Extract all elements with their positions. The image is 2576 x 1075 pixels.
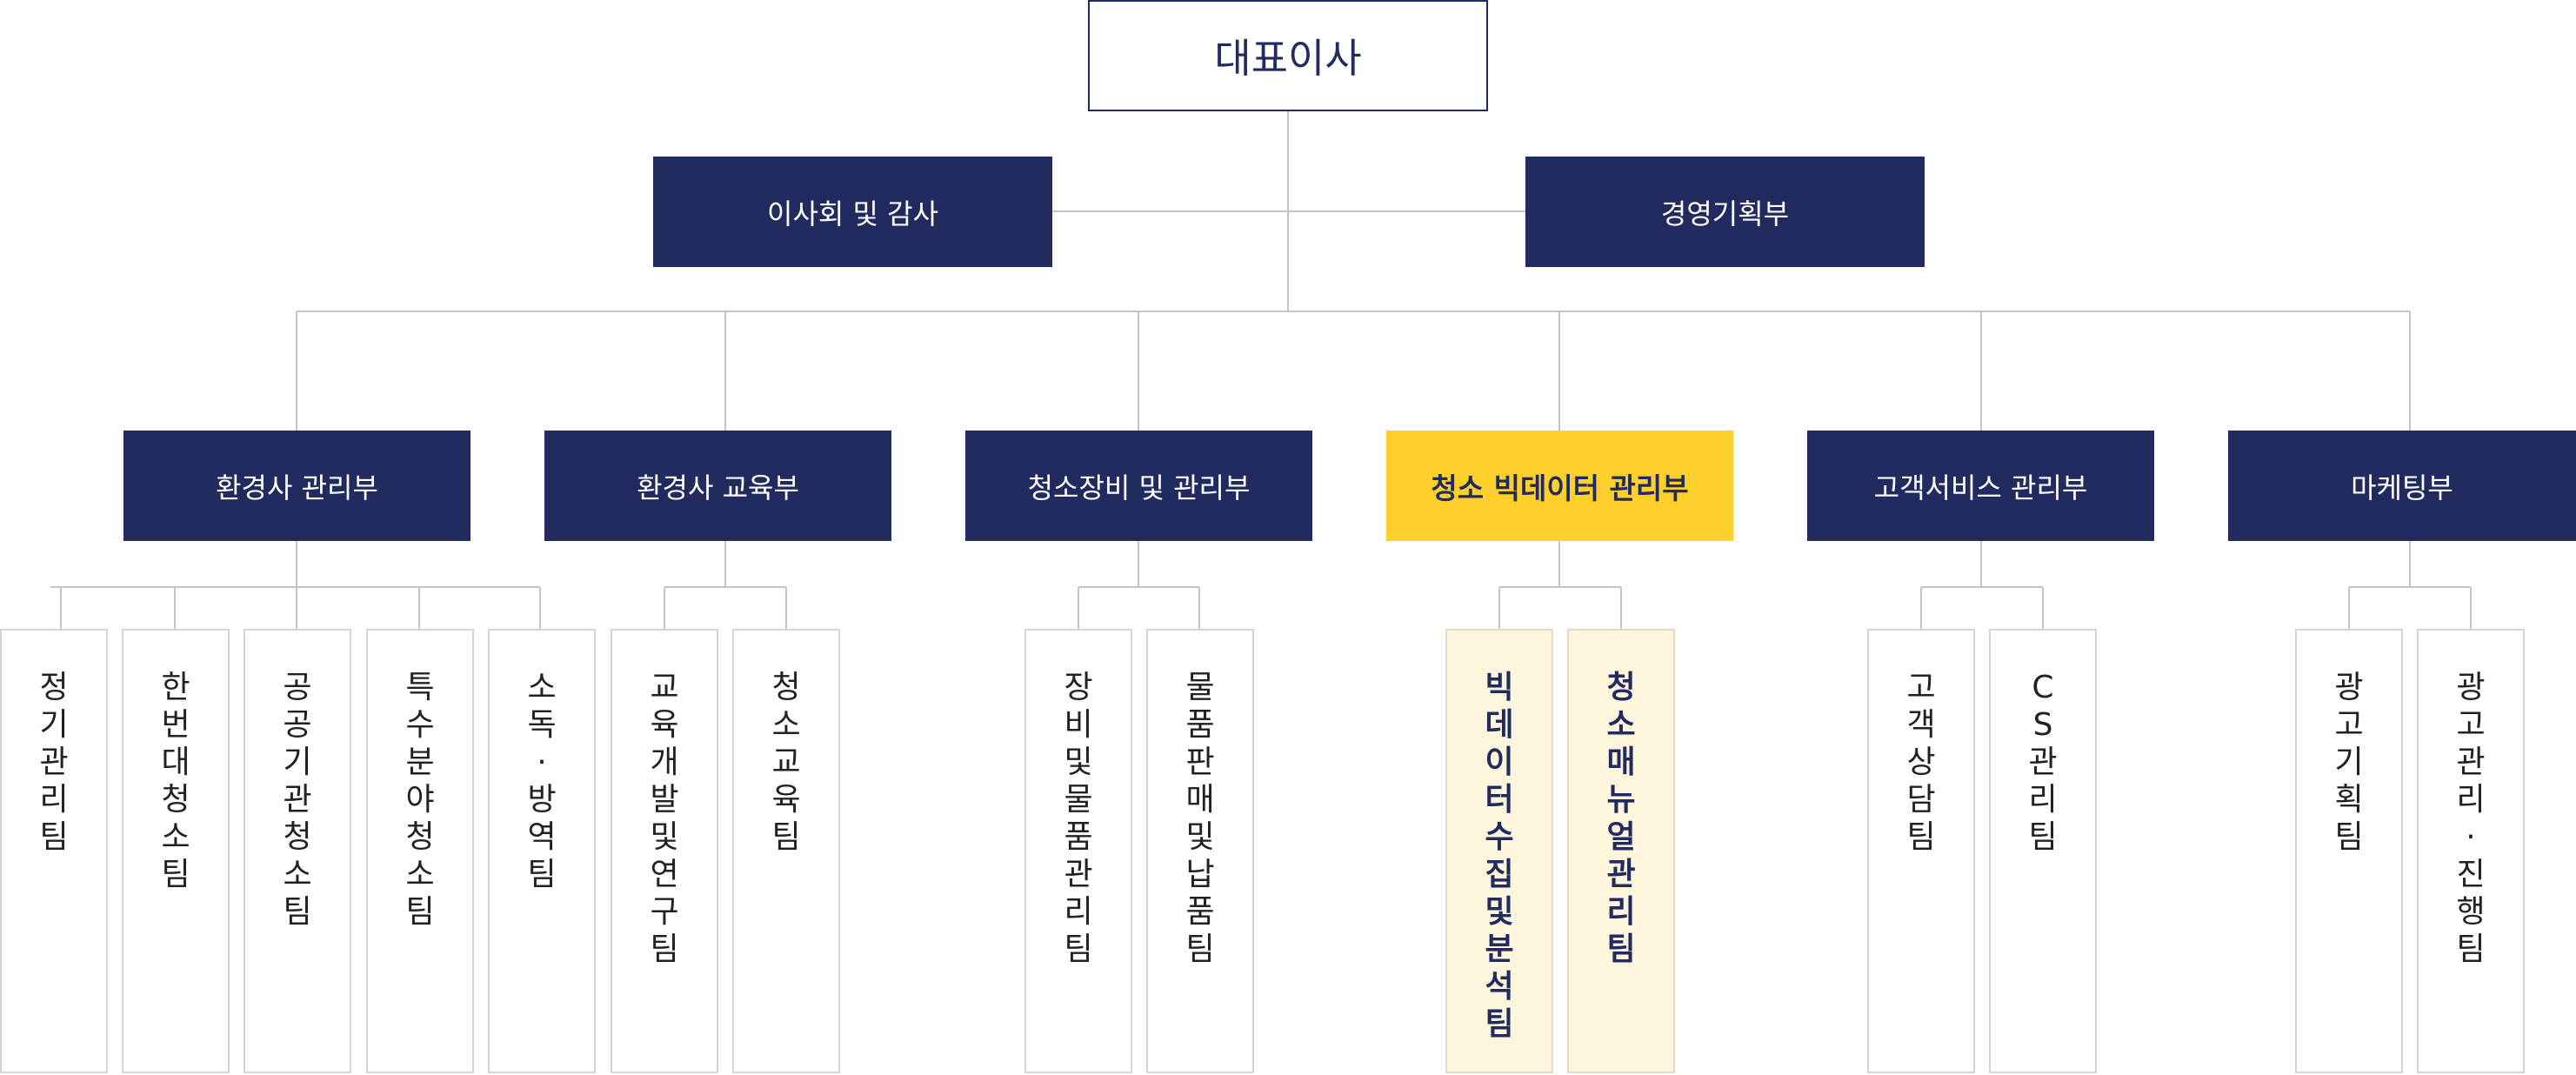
team-label: 특수분야청소팀 — [405, 670, 435, 930]
team-box-highlighted: 빅데이터수집및분석팀 — [1445, 629, 1553, 1073]
dept-customer-service: 고객서비스 관리부 — [1807, 431, 2154, 541]
dept-marketing: 마케팅부 — [2228, 431, 2576, 541]
team-label: 빅데이터수집및분석팀 — [1485, 670, 1514, 1042]
ceo-box: 대표이사 — [1088, 0, 1488, 111]
team-label: 장비및물품관리팀 — [1064, 670, 1093, 967]
team-box-highlighted: 청소매뉴얼관리팀 — [1567, 629, 1675, 1073]
team-label: 공공기관청소팀 — [283, 670, 312, 930]
dept-cleaning-equipment: 청소장비 및 관리부 — [965, 431, 1312, 541]
team-box: CS관리팀 — [1989, 629, 2097, 1073]
team-box: 특수분야청소팀 — [366, 629, 474, 1073]
team-label: 청소교육팀 — [771, 670, 801, 855]
team-box: 고객상담팀 — [1867, 629, 1975, 1073]
management-planning-box: 경영기획부 — [1525, 157, 1925, 267]
team-box: 소독·방역팀 — [488, 629, 596, 1073]
team-label: 소독·방역팀 — [527, 670, 557, 892]
dept-environment-education: 환경사 교육부 — [544, 431, 891, 541]
team-label: CS관리팀 — [2028, 670, 2058, 855]
team-box: 장비및물품관리팀 — [1024, 629, 1132, 1073]
team-box: 교육개발및연구팀 — [611, 629, 718, 1073]
team-label: 고객상담팀 — [1906, 670, 1936, 855]
dept-cleaning-big-data: 청소 빅데이터 관리부 — [1386, 431, 1733, 541]
team-label: 광고기획팀 — [2334, 670, 2364, 855]
team-label: 물품판매및납품팀 — [1185, 670, 1215, 967]
team-box: 정기관리팀 — [0, 629, 108, 1073]
team-box: 청소교육팀 — [732, 629, 840, 1073]
team-label: 한번대청소팀 — [161, 670, 190, 892]
team-box: 한번대청소팀 — [122, 629, 230, 1073]
team-box: 광고기획팀 — [2295, 629, 2403, 1073]
dept-environment-management: 환경사 관리부 — [123, 431, 470, 541]
team-label: 광고관리·진행팀 — [2456, 670, 2486, 967]
team-label: 정기관리팀 — [39, 670, 69, 855]
team-label: 교육개발및연구팀 — [650, 670, 679, 967]
board-and-audit-box: 이사회 및 감사 — [653, 157, 1052, 267]
team-box: 광고관리·진행팀 — [2417, 629, 2525, 1073]
team-label: 청소매뉴얼관리팀 — [1606, 670, 1636, 967]
team-box: 물품판매및납품팀 — [1146, 629, 1254, 1073]
team-box: 공공기관청소팀 — [244, 629, 351, 1073]
